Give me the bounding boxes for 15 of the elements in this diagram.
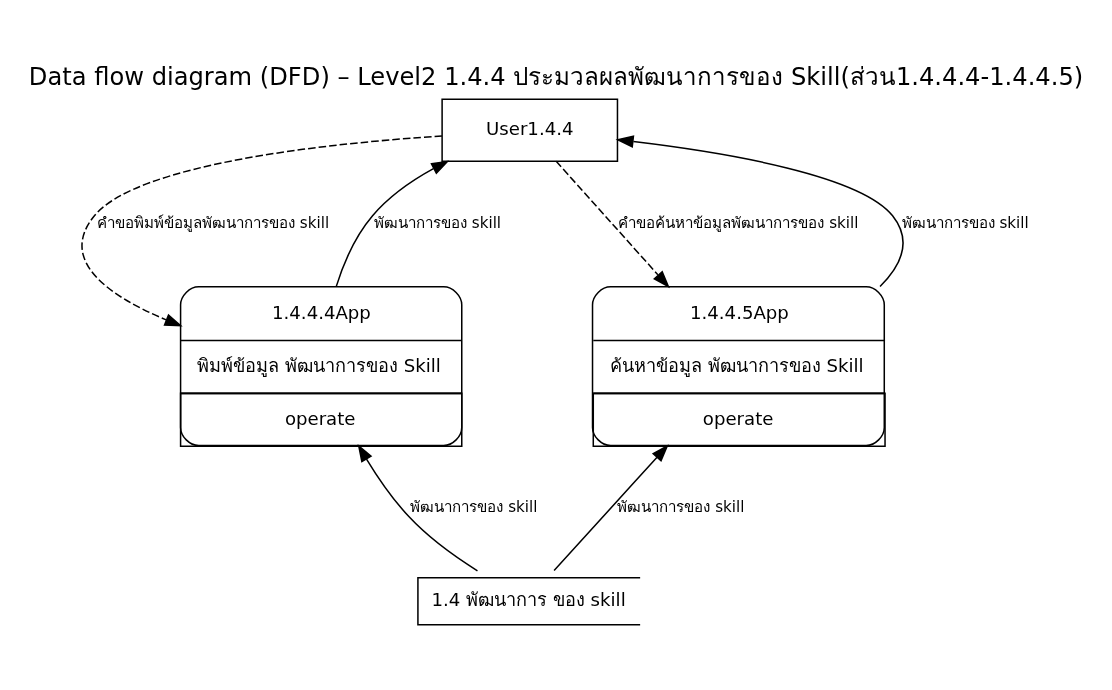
edge-label: พัฒนาการของ skill xyxy=(617,498,745,517)
diagram-title: Data flow diagram (DFD) – Level2 1.4.4 ประมวลผลพัฒนาการของ Skill(ส่วน1.4.4.4-1.4.4.5) xyxy=(28,63,1084,92)
edge-label: คำขอพิมพ์ข้อมูลพัฒนาการของ skill xyxy=(97,213,330,232)
arrow xyxy=(81,135,443,327)
arrow xyxy=(357,443,479,572)
node-box: User1.4.4 xyxy=(441,98,619,163)
edge-label: พัฒนาการของ skill xyxy=(374,213,502,232)
arrow xyxy=(555,160,670,289)
node-text: 1.4 พัฒนาการ ของ skill xyxy=(431,588,626,610)
edge-label: คำขอค้นหาข้อมูลพัฒนาการของ skill xyxy=(618,213,859,232)
edge-label: พัฒนาการของ skill xyxy=(410,498,538,517)
arrow xyxy=(553,444,669,572)
edge-label: พัฒนาการของ skill xyxy=(901,213,1029,232)
arrow xyxy=(335,160,450,288)
arrow xyxy=(615,135,904,288)
